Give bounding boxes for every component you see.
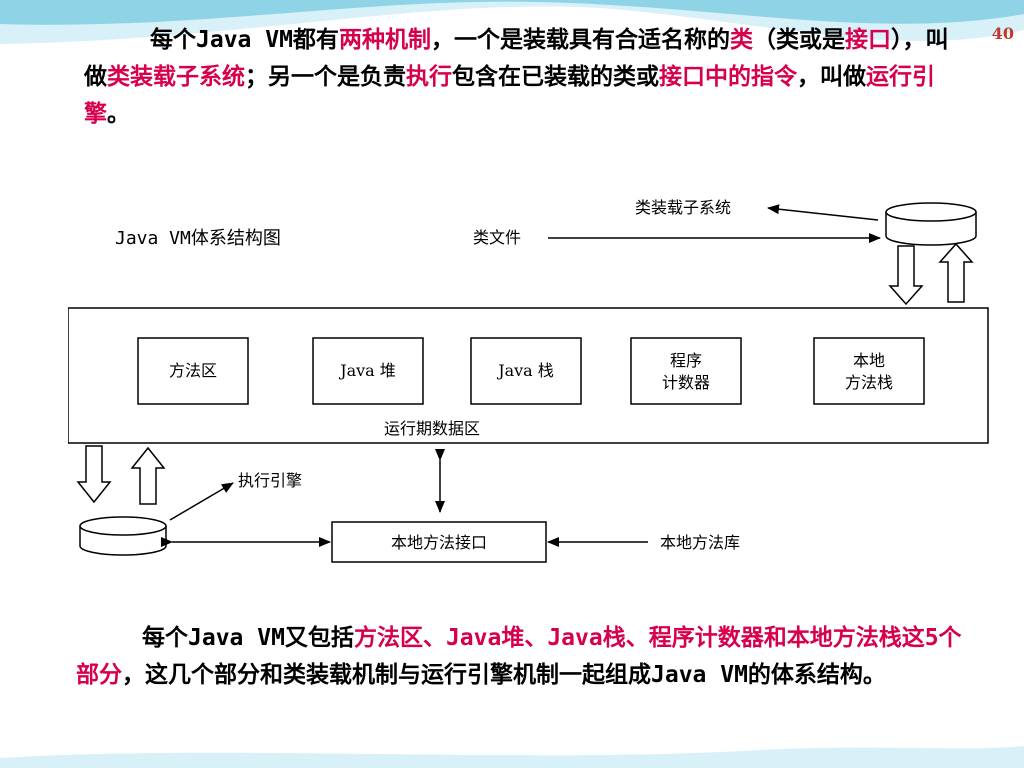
highlighted-text: 类 xyxy=(729,27,753,53)
text-segment: ，一个是装载具有合适名称的 xyxy=(430,27,730,53)
class-file-label: 类文件 xyxy=(473,228,521,247)
execution-engine-pointer xyxy=(169,482,234,521)
execution-engine-cylinder xyxy=(79,516,167,556)
class-loader-label: 类装载子系统 xyxy=(635,198,731,217)
native-method-stack-label-1: 本地 xyxy=(853,351,885,370)
highlighted-text: 方法区、Java堆、Java栈、程序计数器和本地方法栈这5个部分 xyxy=(76,625,962,688)
execution-engine-label: 执行引擎 xyxy=(238,471,302,490)
class-loader-pointer xyxy=(767,204,879,221)
java-stack-label: Java 栈 xyxy=(496,361,554,380)
loader-down-arrow xyxy=(888,245,924,306)
program-counter-label-2: 计数器 xyxy=(662,373,710,392)
native-method-stack-label-2: 方法栈 xyxy=(845,373,893,392)
native-interface-label: 本地方法接口 xyxy=(391,533,487,552)
text-segment: 。 xyxy=(107,101,130,127)
highlighted-text: 接口中的指令 xyxy=(659,64,797,90)
method-area-box: 方法区 xyxy=(137,337,249,405)
program-counter-box: 程序 计数器 xyxy=(630,337,742,405)
class-loader-cylinder xyxy=(885,202,977,246)
method-area-label: 方法区 xyxy=(169,361,217,380)
highlighted-text: 执行 xyxy=(406,64,452,90)
page-number: 40 xyxy=(991,24,1014,43)
text-segment: （类或是 xyxy=(752,27,845,53)
jvm-architecture-diagram: Java VM体系结构图 类文件 类装载子系统 方法区 xyxy=(67,190,990,568)
program-counter-label-1: 程序 xyxy=(670,351,702,370)
java-heap-label: Java 堆 xyxy=(338,361,396,380)
highlighted-text: 类装载子系统 xyxy=(107,64,245,90)
loader-up-arrow xyxy=(938,242,974,303)
text-segment: ，叫做 xyxy=(797,64,866,90)
native-library-label: 本地方法库 xyxy=(660,533,740,552)
engine-up-arrow xyxy=(130,446,166,505)
native-interface-box: 本地方法接口 xyxy=(331,521,547,563)
text-segment: 包含在已装载的类或 xyxy=(452,64,659,90)
java-stack-box: Java 栈 xyxy=(470,337,582,405)
highlighted-text: 运行引擎 xyxy=(84,64,935,127)
runtime-area-label: 运行期数据区 xyxy=(384,419,480,438)
text-segment: 每个Java VM都有 xyxy=(150,27,339,53)
text-segment: ），叫做 xyxy=(84,27,949,90)
intro-paragraph: 每个Java VM都有两种机制，一个是装载具有合适名称的类（类或是接口），叫做类… xyxy=(84,22,964,133)
native-method-stack-box: 本地 方法栈 xyxy=(813,337,925,405)
highlighted-text: 接口 xyxy=(844,27,891,53)
java-heap-box: Java 堆 xyxy=(312,337,424,405)
diagram-title: Java VM体系结构图 xyxy=(115,228,281,249)
text-segment: ，这几个部分和类装载机制与运行引擎机制一起组成Java VM的体系结构。 xyxy=(122,662,886,688)
engine-down-arrow xyxy=(76,445,112,504)
summary-paragraph: 每个Java VM又包括方法区、Java堆、Java栈、程序计数器和本地方法栈这… xyxy=(76,620,976,694)
highlighted-text: 两种机制 xyxy=(338,27,431,53)
text-segment: ；另一个是负责 xyxy=(245,64,406,90)
text-segment: 每个Java VM又包括 xyxy=(142,625,354,651)
